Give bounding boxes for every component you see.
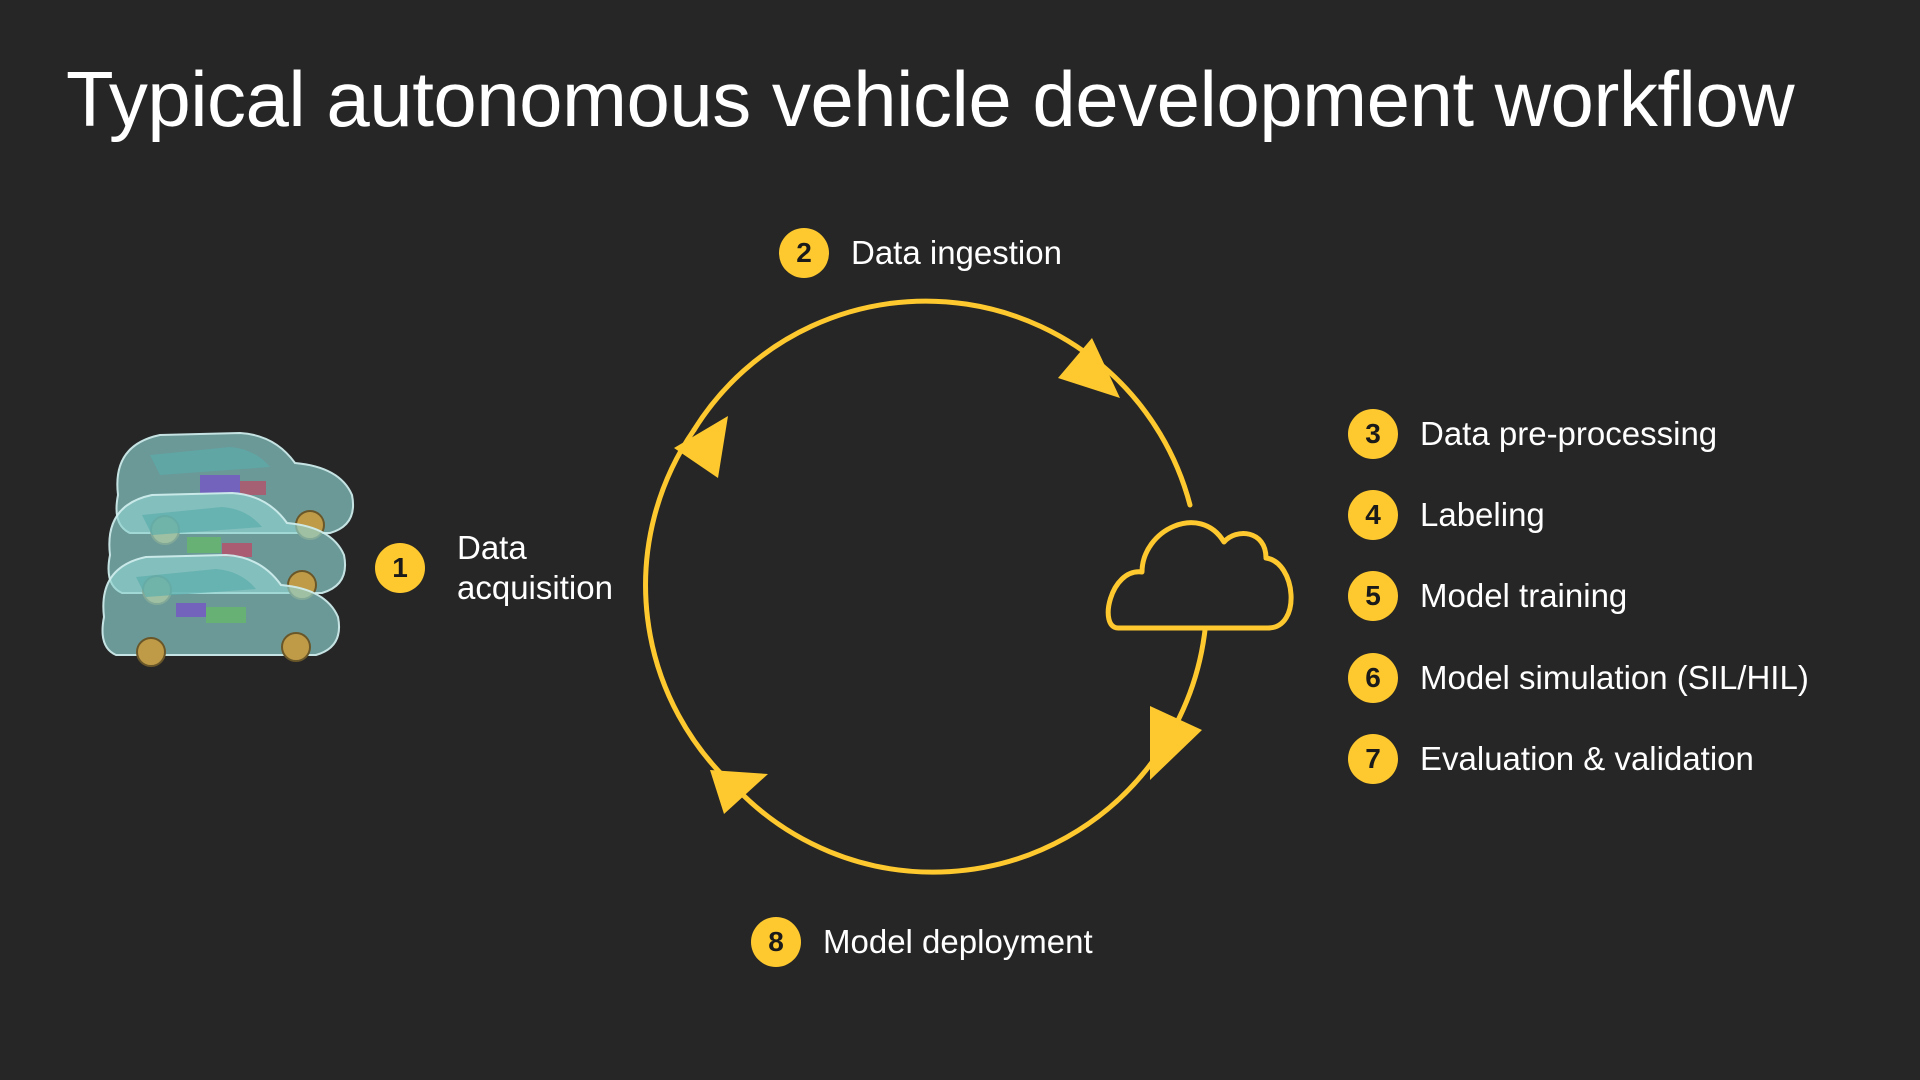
step-number-badge: 7 [1348,734,1398,784]
step-label: Labeling [1420,496,1545,533]
arrow-head-bottom-left [710,770,768,814]
step-number-badge: 3 [1348,409,1398,459]
arrow-head-top-right [1058,338,1120,398]
step-data-pre-processing: 3 Data pre-processing [1348,409,1717,459]
step-label: Model training [1420,577,1628,614]
step-label: Model deployment [823,923,1093,960]
step-labeling: 4 Labeling [1348,490,1545,540]
step-number-badge: 2 [779,228,829,278]
step-label: Data pre-processing [1420,415,1718,452]
step-label: Data ingestion [851,234,1062,271]
step-number-badge: 4 [1348,490,1398,540]
step-number-badge: 5 [1348,571,1398,621]
vehicle-car-3 [101,553,340,667]
step-model-deployment: 8 Model deployment [751,917,1093,967]
vehicle-fleet-image [101,431,354,667]
step-number-badge: 8 [751,917,801,967]
cloud-icon [1105,520,1294,631]
arrow-head-left [674,416,728,478]
step-number-badge: 6 [1348,653,1398,703]
step-data-acquisition: 1 Data acquisition [375,528,613,608]
step-model-training: 5 Model training [1348,571,1627,621]
step-data-ingestion: 2 Data ingestion [779,228,1062,278]
step-label: Model simulation (SIL/HIL) [1420,659,1809,696]
step-label: Evaluation & validation [1420,740,1754,777]
step-evaluation-validation: 7 Evaluation & validation [1348,734,1754,784]
page-title: Typical autonomous vehicle development w… [66,55,1795,143]
step-number-badge: 1 [375,543,425,593]
step-label: Data acquisition [457,529,613,606]
cycle-arc-bottom [735,762,1153,875]
arrow-head-right [1150,706,1202,780]
cycle-arc-top [691,298,1193,508]
cycle-arc-left [643,427,741,793]
step-model-simulation: 6 Model simulation (SIL/HIL) [1348,653,1809,703]
